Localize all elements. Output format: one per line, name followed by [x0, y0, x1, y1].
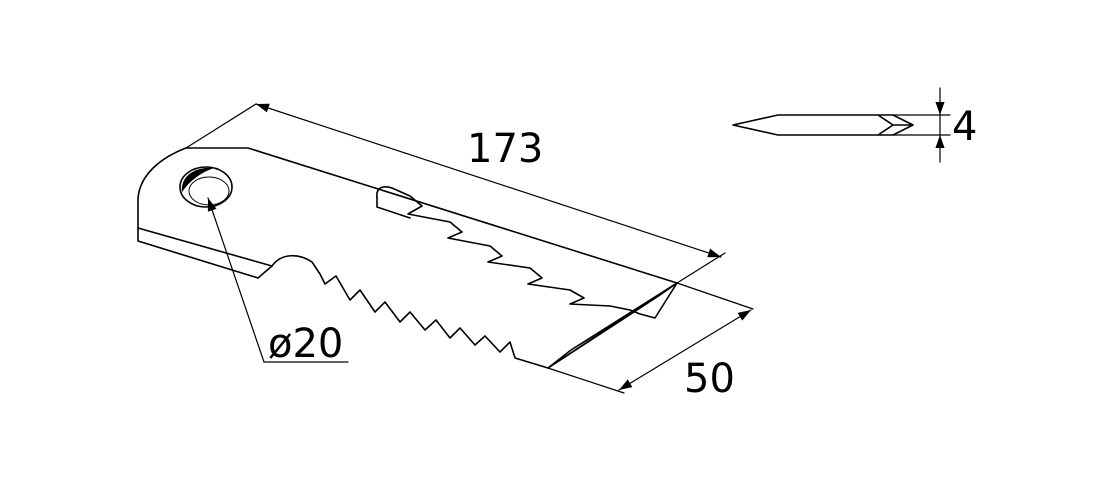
blade-body	[137, 147, 678, 369]
width-label: 50	[684, 356, 735, 402]
blade-face-edge	[137, 227, 273, 267]
dimension-thickness: 4	[935, 87, 977, 163]
length-label: 173	[467, 126, 543, 172]
blade-outline-top	[137, 147, 678, 369]
blade-section-view	[732, 114, 951, 136]
blade-top-serration	[376, 186, 678, 319]
dimension-width: 50	[547, 282, 754, 402]
blade-bevel	[547, 282, 678, 369]
thickness-label: 4	[952, 104, 977, 150]
dimension-hole-diameter: ø20	[207, 197, 349, 367]
section-outline	[732, 114, 914, 136]
mounting-hole	[179, 166, 233, 208]
blade-groove-edge	[376, 196, 411, 219]
dimension-length: 173	[185, 103, 726, 284]
hole-diameter-label: ø20	[268, 321, 343, 367]
blade-side-face	[137, 227, 273, 279]
